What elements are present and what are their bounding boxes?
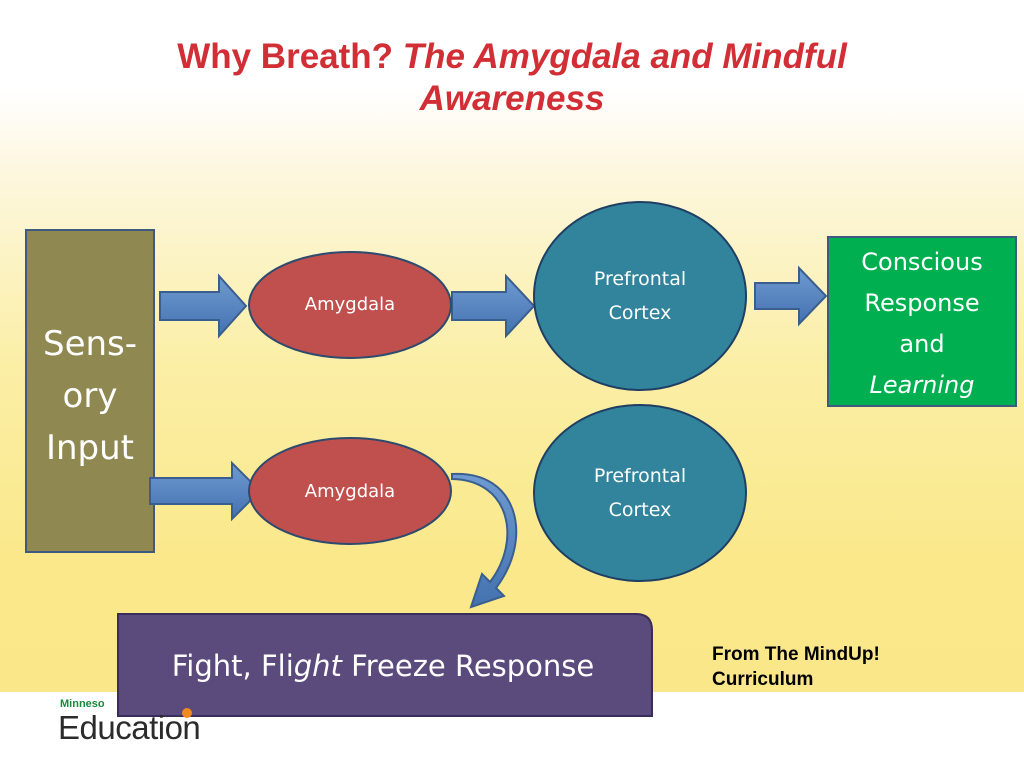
sensory-input-label: Sens- ory Input xyxy=(26,318,154,474)
prefrontal-bottom-line2: Cortex xyxy=(608,499,672,521)
conscious-line2: Response xyxy=(864,289,980,317)
conscious-response-box xyxy=(827,236,1017,407)
logo-dot-icon xyxy=(182,708,192,718)
arrow-amygdala-to-prefrontal-top xyxy=(451,273,536,339)
slide-title: Why Breath? The Amygdala and Mindful Awa… xyxy=(60,36,964,120)
title-italic-line2: Awareness xyxy=(419,79,605,118)
credit-line2: Curriculum xyxy=(712,669,814,690)
title-italic-line1: The Amygdala and Mindful xyxy=(402,37,847,76)
conscious-response-label: Conscious Response and Learning xyxy=(828,242,1016,406)
arrow-sensory-to-amygdala-top xyxy=(159,273,248,339)
sensory-line3: Input xyxy=(45,428,135,468)
source-credit: From The MindUp! Curriculum xyxy=(712,642,1012,692)
conscious-line3: and xyxy=(899,330,945,358)
conscious-line4: Learning xyxy=(869,371,975,399)
conscious-line1: Conscious xyxy=(861,248,983,276)
prefrontal-top-line2: Cortex xyxy=(608,302,672,324)
fight-part1: Fight, Fli xyxy=(171,649,294,683)
prefrontal-bottom-line1: Prefrontal xyxy=(593,465,687,487)
title-plain: Why Breath? xyxy=(177,37,394,76)
sensory-input-box xyxy=(25,229,155,553)
logo-education-text: Education xyxy=(58,709,201,746)
credit-line1: From The MindUp! xyxy=(712,644,880,665)
arrow-prefrontal-to-conscious xyxy=(754,265,828,327)
fight-part3: Freeze Response xyxy=(341,649,595,683)
prefrontal-top-line1: Prefrontal xyxy=(593,268,687,290)
arrow-sensory-to-amygdala-bottom xyxy=(149,460,262,522)
curved-arrow-to-fight-response xyxy=(451,472,518,609)
prefrontal-label-bottom: Prefrontal Cortex xyxy=(534,459,746,527)
sensory-line1: Sens- xyxy=(42,324,138,364)
fight-response-label: Fight, Flight Freeze Response xyxy=(118,642,648,690)
prefrontal-circle-top xyxy=(533,201,747,391)
amygdala-label-bottom: Amygdala xyxy=(304,481,396,502)
amygdala-oval-top xyxy=(248,251,452,359)
fight-flight-freeze-box xyxy=(117,613,653,717)
prefrontal-circle-bottom xyxy=(533,404,747,582)
logo-small-text: Minneso xyxy=(60,698,105,710)
amygdala-oval-bottom xyxy=(248,437,452,545)
sensory-line2: ory xyxy=(62,376,118,416)
fight-part2: ght xyxy=(293,649,342,683)
prefrontal-label-top: Prefrontal Cortex xyxy=(534,262,746,330)
amygdala-label-top: Amygdala xyxy=(304,294,396,315)
